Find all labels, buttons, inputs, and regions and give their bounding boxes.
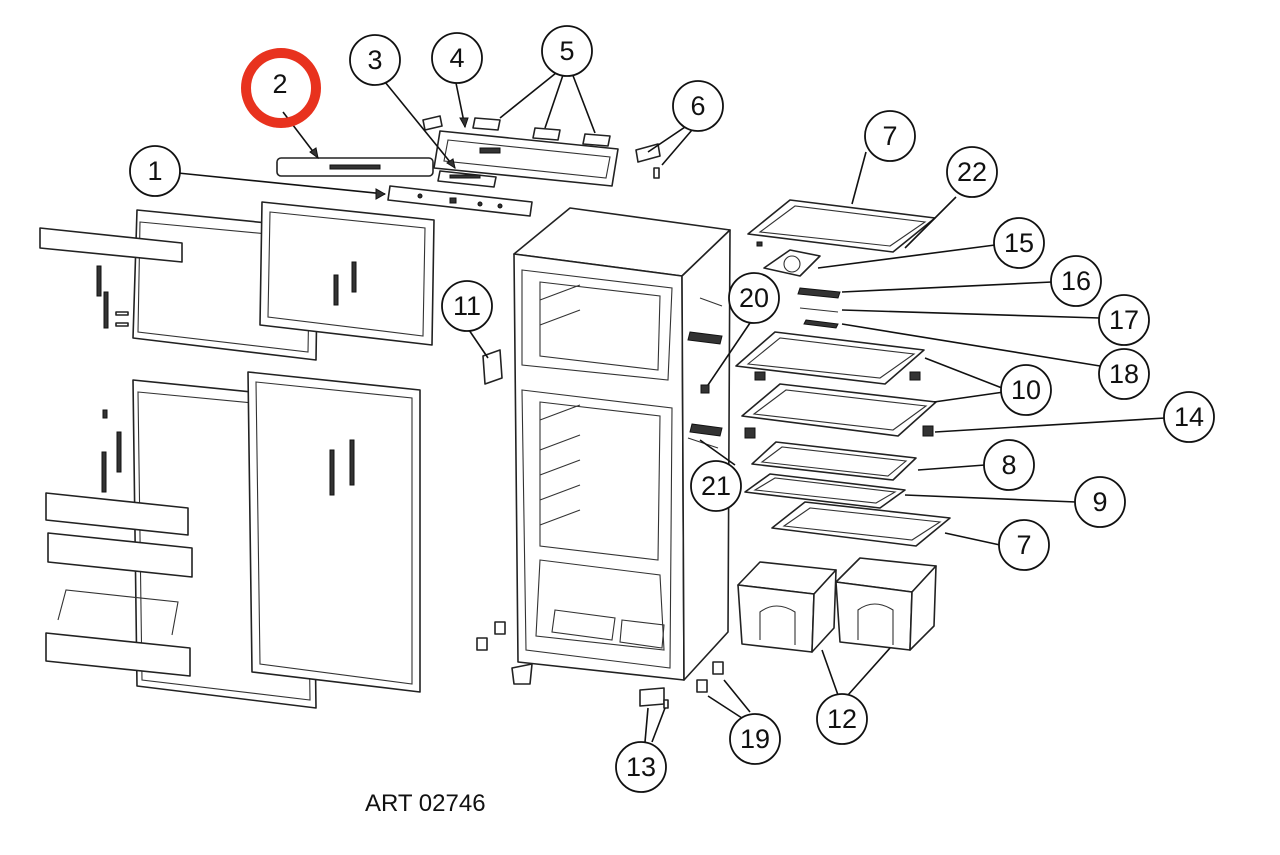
part-15-fan-unit	[763, 249, 821, 277]
callout-17-label: 17	[1109, 305, 1139, 335]
callout-21-label: 21	[701, 471, 731, 501]
callout-7-top: 7	[864, 110, 916, 162]
part-4-top-trim	[433, 130, 619, 187]
callout-5: 5	[541, 25, 593, 77]
part-9-glass-plate	[744, 473, 906, 509]
callout-3-label: 3	[367, 45, 382, 75]
callout-7-bottom: 7	[998, 519, 1050, 571]
parts-drawing	[39, 115, 951, 709]
callout-8: 8	[983, 439, 1035, 491]
callout-6: 6	[672, 80, 724, 132]
callout-16-label: 16	[1061, 266, 1091, 296]
art-number: ART 02746	[365, 790, 486, 817]
part-6-side-clips	[635, 143, 661, 179]
cabinet	[513, 207, 731, 681]
part-10-glass-shelf	[735, 331, 925, 385]
part-16-17-18-small-parts	[797, 287, 841, 329]
callout-21: 21	[690, 460, 742, 512]
callout-1: 1	[129, 145, 181, 197]
callout-2-highlighted: 2	[241, 48, 321, 128]
callout-3: 3	[349, 34, 401, 86]
callout-14-label: 14	[1174, 402, 1204, 432]
callout-10: 10	[1000, 364, 1052, 416]
callout-19-label: 19	[740, 724, 770, 754]
part-20-21-fittings	[687, 297, 723, 449]
part-8-crisper-cover	[751, 441, 917, 481]
part-5-hinge-caps	[422, 115, 611, 147]
part-3-circuit-board	[437, 170, 497, 188]
callout-18: 18	[1098, 348, 1150, 400]
callout-12: 12	[816, 693, 868, 745]
callout-22: 22	[946, 146, 998, 198]
callout-9: 9	[1074, 476, 1126, 528]
callout-15: 15	[993, 217, 1045, 269]
part-1-control-panel	[387, 185, 533, 217]
callout-19: 19	[729, 713, 781, 765]
callout-11: 11	[441, 280, 493, 332]
part-2-display-strip	[276, 157, 434, 177]
part-7-bottom-shelf	[771, 501, 951, 547]
callout-4: 4	[431, 32, 483, 84]
callout-7-bottom-label: 7	[1016, 530, 1031, 560]
callout-16: 16	[1050, 255, 1102, 307]
highlight-ring	[241, 48, 321, 128]
callout-4-label: 4	[449, 43, 464, 73]
callout-7-top-label: 7	[882, 121, 897, 151]
part-10-glass-shelf-2	[741, 383, 937, 439]
lower-door	[45, 371, 421, 709]
callouts: 1 2 3 4 5 6 7 22	[129, 25, 1215, 793]
callout-13: 13	[615, 741, 667, 793]
upper-door	[39, 201, 435, 361]
callout-1-label: 1	[147, 156, 162, 186]
callout-20-label: 20	[739, 283, 769, 313]
callout-14: 14	[1163, 391, 1215, 443]
callout-12-label: 12	[827, 704, 857, 734]
callout-5-label: 5	[559, 36, 574, 66]
callout-17: 17	[1098, 294, 1150, 346]
callout-20: 20	[728, 272, 780, 324]
callout-22-label: 22	[957, 157, 987, 187]
callout-13-label: 13	[626, 752, 656, 782]
callout-9-label: 9	[1092, 487, 1107, 517]
callout-10-label: 10	[1011, 375, 1041, 405]
part-13-19-feet-hinges	[476, 621, 724, 709]
callout-15-label: 15	[1004, 228, 1034, 258]
leader-lines	[177, 72, 1166, 743]
callout-6-label: 6	[690, 91, 705, 121]
callout-18-label: 18	[1109, 359, 1139, 389]
part-7-top-shelf	[747, 199, 936, 253]
part-12-crisper-drawers	[737, 557, 937, 653]
part-11-bracket	[482, 349, 503, 385]
callout-2-label: 2	[272, 69, 287, 99]
callout-8-label: 8	[1001, 450, 1016, 480]
callout-11-label: 11	[453, 291, 481, 321]
